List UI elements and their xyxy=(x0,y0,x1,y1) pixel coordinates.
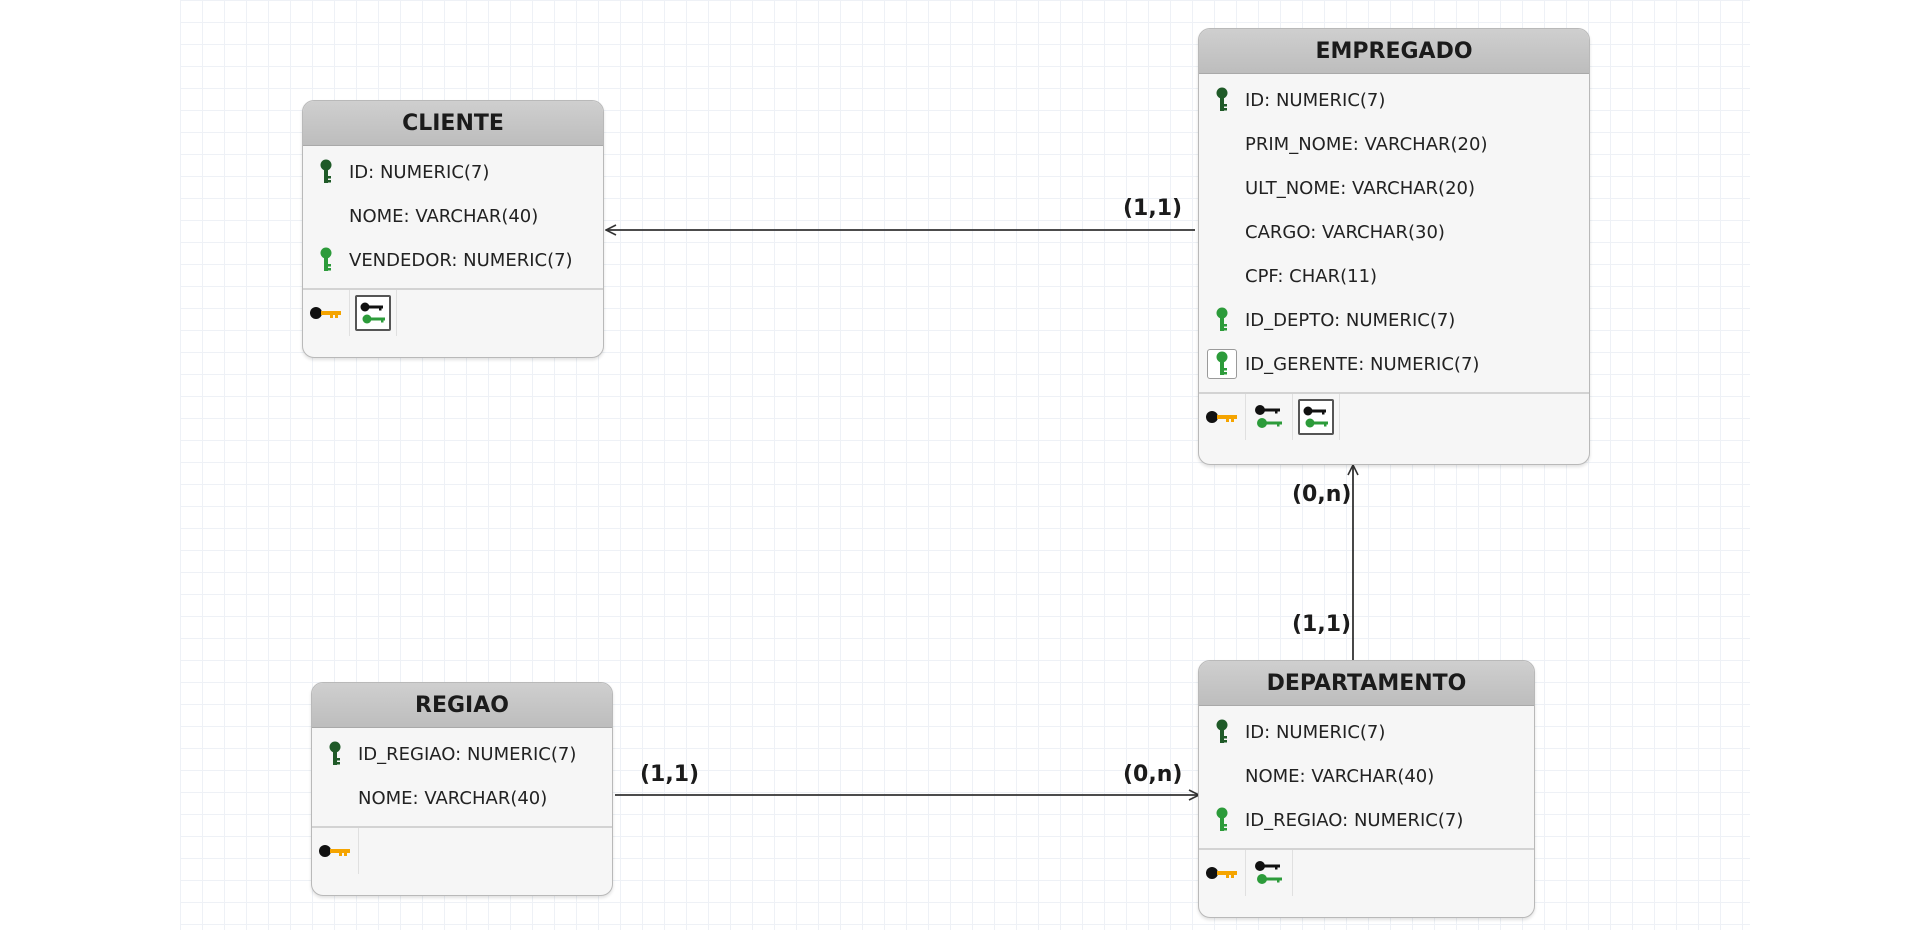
attribute-text: ID_REGIAO: NUMERIC(7) xyxy=(1245,809,1464,831)
attribute-text: ID: NUMERIC(7) xyxy=(1245,721,1386,743)
attribute-row[interactable]: NOME: VARCHAR(40) xyxy=(312,776,612,820)
foreign-keys-icon[interactable] xyxy=(350,290,397,336)
entity-title: REGIAO xyxy=(312,683,612,728)
attribute-row[interactable]: ID_GERENTE: NUMERIC(7) xyxy=(1199,342,1589,386)
attribute-row[interactable]: VENDEDOR: NUMERIC(7) xyxy=(303,238,603,282)
attribute-row[interactable]: NOME: VARCHAR(40) xyxy=(1199,754,1534,798)
primary-key-icon xyxy=(311,157,341,187)
unique-keys-icon[interactable] xyxy=(1246,850,1293,896)
primary-key-icon xyxy=(320,739,350,769)
attribute-row[interactable]: PRIM_NOME: VARCHAR(20) xyxy=(1199,122,1589,166)
entity-footer xyxy=(1199,850,1534,896)
attribute-row[interactable]: NOME: VARCHAR(40) xyxy=(303,194,603,238)
attribute-text: CARGO: VARCHAR(30) xyxy=(1245,221,1445,243)
attribute-spacer xyxy=(320,783,350,813)
entity-footer xyxy=(1199,394,1589,440)
cardinality-label: (1,1) xyxy=(1123,196,1183,221)
attribute-text: ULT_NOME: VARCHAR(20) xyxy=(1245,177,1476,199)
cardinality-label: (0,n) xyxy=(1123,762,1183,787)
cardinality-label: (1,1) xyxy=(1292,612,1352,637)
attribute-row[interactable]: CARGO: VARCHAR(30) xyxy=(1199,210,1589,254)
attribute-text: VENDEDOR: NUMERIC(7) xyxy=(349,249,573,271)
cardinality-label: (0,n) xyxy=(1292,482,1352,507)
attribute-list: ID: NUMERIC(7) PRIM_NOME: VARCHAR(20) UL… xyxy=(1199,74,1589,394)
attribute-text: NOME: VARCHAR(40) xyxy=(1245,765,1435,787)
primary-keys-icon[interactable] xyxy=(1199,394,1246,440)
attribute-row[interactable]: ID: NUMERIC(7) xyxy=(1199,78,1589,122)
primary-key-icon xyxy=(1207,717,1237,747)
entity-departamento[interactable]: DEPARTAMENTO ID: NUMERIC(7) NOME: VARCHA… xyxy=(1198,660,1535,918)
primary-keys-icon[interactable] xyxy=(303,290,350,336)
attribute-list: ID: NUMERIC(7) NOME: VARCHAR(40) VENDEDO… xyxy=(303,146,603,290)
attribute-text: ID_GERENTE: NUMERIC(7) xyxy=(1245,353,1480,375)
attribute-spacer xyxy=(1207,261,1237,291)
foreign-key-icon xyxy=(1207,305,1237,335)
attribute-row[interactable]: ID: NUMERIC(7) xyxy=(1199,710,1534,754)
entity-regiao[interactable]: REGIAO ID_REGIAO: NUMERIC(7) NOME: VARCH… xyxy=(311,682,613,896)
attribute-text: ID: NUMERIC(7) xyxy=(349,161,490,183)
entity-title: EMPREGADO xyxy=(1199,29,1589,74)
cardinality-label: (1,1) xyxy=(640,762,700,787)
entity-empregado[interactable]: EMPREGADO ID: NUMERIC(7) PRIM_NOME: VARC… xyxy=(1198,28,1590,465)
attribute-row[interactable]: ID_DEPTO: NUMERIC(7) xyxy=(1199,298,1589,342)
primary-keys-icon[interactable] xyxy=(1199,850,1246,896)
attribute-list: ID: NUMERIC(7) NOME: VARCHAR(40) ID_REGI… xyxy=(1199,706,1534,850)
entity-title: DEPARTAMENTO xyxy=(1199,661,1534,706)
primary-keys-icon[interactable] xyxy=(312,828,359,874)
attribute-text: NOME: VARCHAR(40) xyxy=(358,787,548,809)
attribute-row[interactable]: CPF: CHAR(11) xyxy=(1199,254,1589,298)
attribute-row[interactable]: ID_REGIAO: NUMERIC(7) xyxy=(312,732,612,776)
attribute-spacer xyxy=(1207,217,1237,247)
attribute-row[interactable]: ID_REGIAO: NUMERIC(7) xyxy=(1199,798,1534,842)
entity-cliente[interactable]: CLIENTE ID: NUMERIC(7) NOME: VARCHAR(40)… xyxy=(302,100,604,358)
attribute-row[interactable]: ID: NUMERIC(7) xyxy=(303,150,603,194)
attribute-spacer xyxy=(1207,129,1237,159)
unique-keys-icon[interactable] xyxy=(1246,394,1293,440)
attribute-row[interactable]: ULT_NOME: VARCHAR(20) xyxy=(1199,166,1589,210)
attribute-text: PRIM_NOME: VARCHAR(20) xyxy=(1245,133,1488,155)
attribute-text: ID: NUMERIC(7) xyxy=(1245,89,1386,111)
attribute-list: ID_REGIAO: NUMERIC(7) NOME: VARCHAR(40) xyxy=(312,728,612,828)
entity-footer xyxy=(312,828,612,874)
attribute-spacer xyxy=(1207,761,1237,791)
attribute-text: ID_REGIAO: NUMERIC(7) xyxy=(358,743,577,765)
attribute-text: NOME: VARCHAR(40) xyxy=(349,205,539,227)
foreign-keys-icon[interactable] xyxy=(1293,394,1340,440)
attribute-text: CPF: CHAR(11) xyxy=(1245,265,1378,287)
attribute-spacer xyxy=(1207,173,1237,203)
attribute-spacer xyxy=(311,201,341,231)
foreign-key-icon xyxy=(1207,349,1237,379)
primary-key-icon xyxy=(1207,85,1237,115)
entity-title: CLIENTE xyxy=(303,101,603,146)
entity-footer xyxy=(303,290,603,336)
foreign-key-icon xyxy=(1207,805,1237,835)
foreign-key-icon xyxy=(311,245,341,275)
attribute-text: ID_DEPTO: NUMERIC(7) xyxy=(1245,309,1456,331)
